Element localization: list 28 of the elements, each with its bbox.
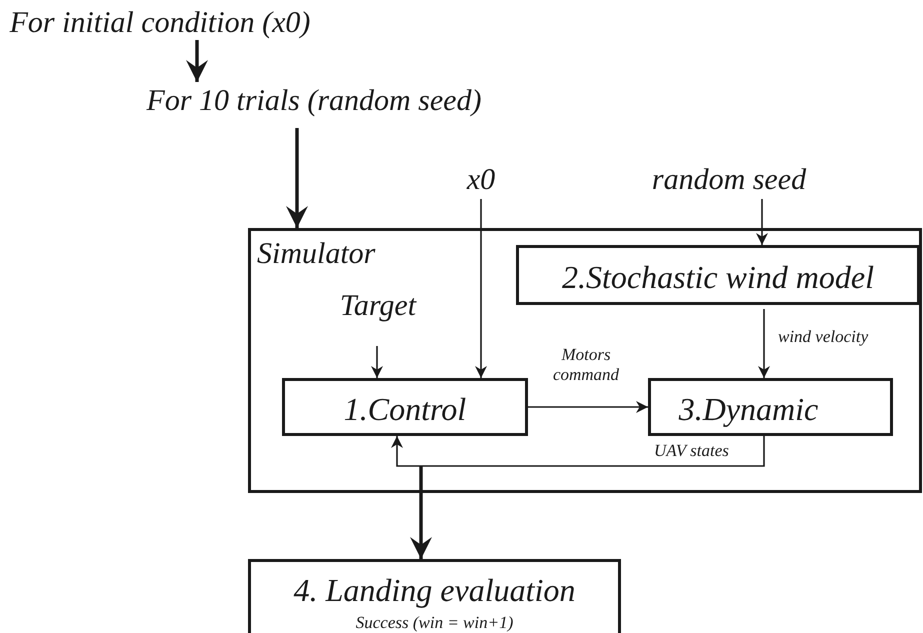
edge-label: UAV states	[654, 441, 729, 461]
arrow	[756, 199, 768, 245]
loop-label: For 10 trials (random seed)	[92, 82, 536, 120]
box-title: 3.Dynamic	[678, 393, 818, 425]
box-title: 2.Stochastic wind model	[562, 261, 874, 293]
box-title: Simulator	[257, 239, 376, 269]
process-box	[248, 559, 621, 633]
simulator-box	[248, 228, 922, 493]
arrow	[758, 309, 770, 378]
arrow	[475, 199, 487, 378]
process-box	[282, 378, 528, 436]
process-box	[516, 245, 920, 305]
arrow	[371, 346, 383, 378]
input-label: Target	[328, 288, 428, 324]
edge-label: wind velocity	[778, 327, 868, 347]
arrow	[410, 466, 432, 559]
input-label: random seed	[604, 163, 854, 197]
box-subtitle: Success (win = win+1)	[356, 614, 514, 631]
process-box	[648, 378, 893, 436]
input-label: x0	[458, 163, 504, 197]
box-title: 4. Landing evaluation	[294, 574, 576, 606]
arrow	[391, 436, 765, 467]
box-title: 1.Control	[344, 393, 466, 425]
arrow	[286, 128, 308, 228]
edge-label: Motors command	[552, 345, 620, 384]
arrow	[528, 401, 648, 413]
loop-label: For initial condition (x0)	[6, 6, 314, 40]
arrow	[186, 40, 208, 82]
